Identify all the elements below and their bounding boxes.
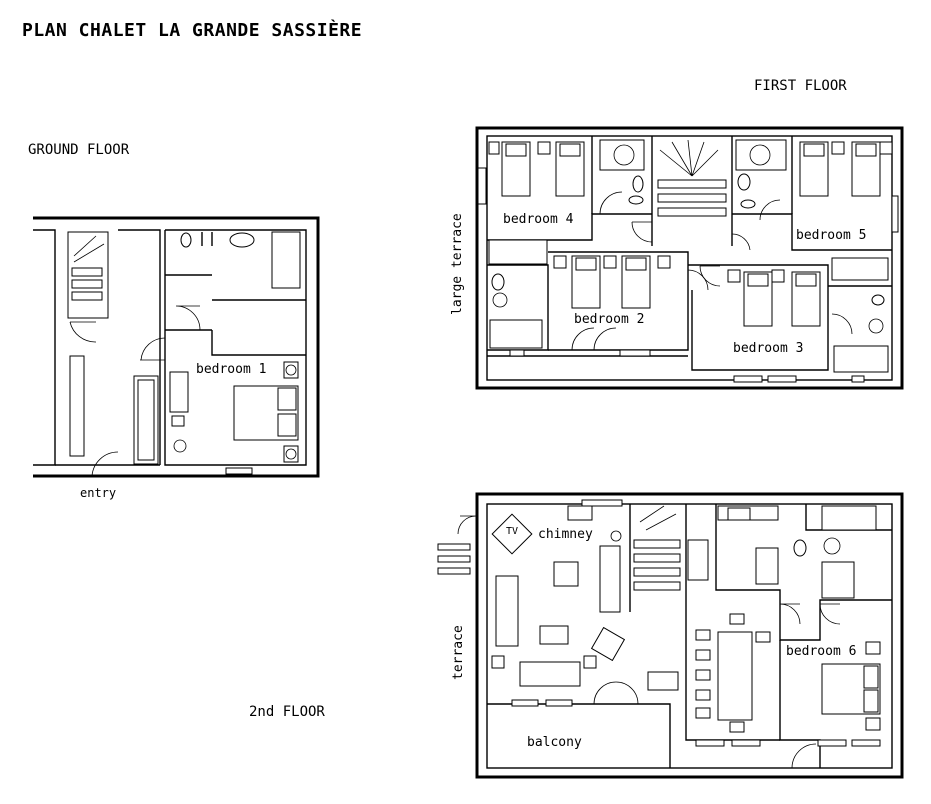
room-label-balcony: balcony bbox=[527, 735, 582, 750]
ground-floor-plan bbox=[33, 216, 320, 478]
first-floor-label: FIRST FLOOR bbox=[754, 78, 847, 94]
room-label-bedroom-6: bedroom 6 bbox=[786, 644, 857, 659]
room-label-bedroom-1: bedroom 1 bbox=[196, 362, 267, 377]
room-label-bedroom-4: bedroom 4 bbox=[503, 212, 574, 227]
ground-floor-label: GROUND FLOOR bbox=[28, 142, 130, 158]
room-label-bedroom-3: bedroom 3 bbox=[733, 341, 804, 356]
second-floor-label: 2nd FLOOR bbox=[249, 704, 325, 720]
room-label-bedroom-5: bedroom 5 bbox=[796, 228, 867, 243]
second-floor-plan bbox=[437, 492, 904, 779]
room-label-entry: entry bbox=[80, 486, 117, 500]
room-label-terrace: terrace bbox=[451, 625, 466, 680]
room-label-large-terrace: large terrace bbox=[450, 213, 465, 315]
plan-title: PLAN CHALET LA GRANDE SASSIÈRE bbox=[22, 20, 363, 41]
tv-label: TV bbox=[506, 526, 519, 537]
room-label-chimney: chimney bbox=[538, 527, 593, 542]
room-label-bedroom-2: bedroom 2 bbox=[574, 312, 645, 327]
first-floor-plan bbox=[475, 126, 904, 390]
